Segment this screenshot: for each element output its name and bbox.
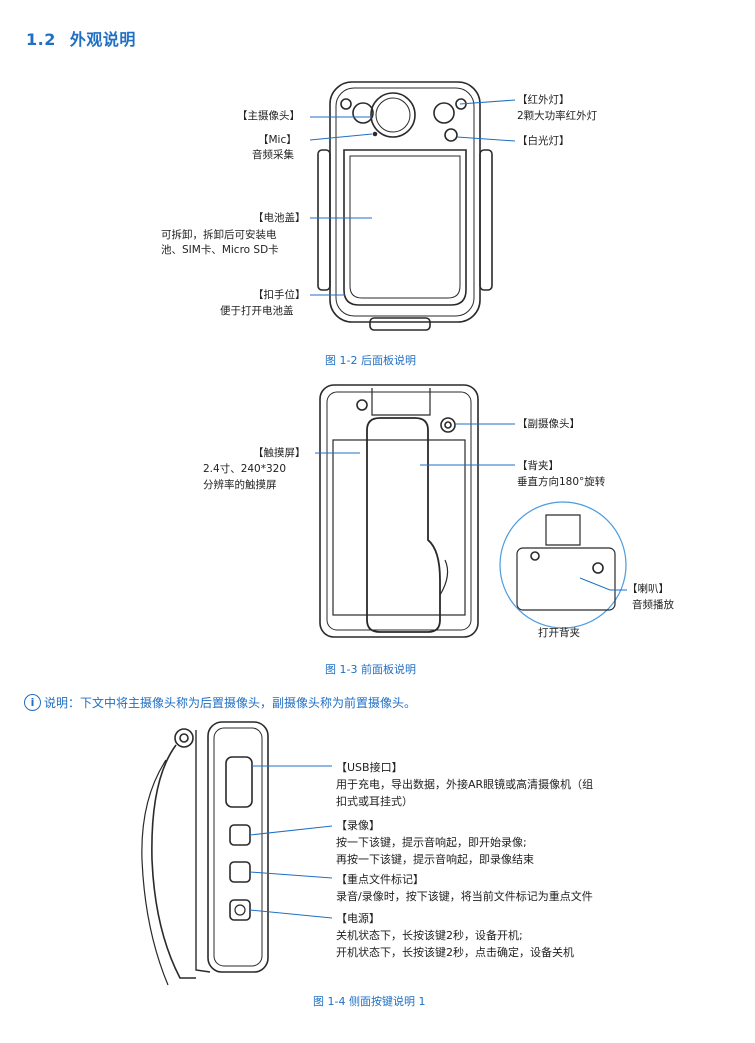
figure-caption-1-3: 图 1-3 前面板说明 bbox=[325, 663, 416, 676]
section-heading: 1.2 外观说明 bbox=[26, 26, 136, 50]
label-ir-desc: 2颗大功率红外灯 bbox=[517, 110, 598, 122]
label-clip-desc: 垂直方向180°旋转 bbox=[517, 476, 606, 488]
figure-caption-1-4: 图 1-4 侧面按键说明 1 bbox=[313, 995, 426, 1008]
label-clip-title: 【背夹】 bbox=[517, 460, 559, 472]
leader-lines bbox=[249, 99, 627, 919]
back-panel-drawing bbox=[317, 81, 493, 331]
label-speaker-title: 【喇叭】 bbox=[627, 583, 669, 595]
label-usb-desc-2: 扣式或耳挂式） bbox=[336, 795, 413, 808]
label-touch-title: 【触摸屏】 bbox=[253, 447, 306, 459]
label-power-title: 【电源】 bbox=[336, 912, 380, 925]
section-number: 1.2 bbox=[26, 30, 56, 49]
label-speaker-desc: 音频播放 bbox=[632, 599, 674, 611]
front-panel-drawing bbox=[319, 384, 627, 638]
label-power-desc-1: 关机状态下，长按该键2秒，设备开机; bbox=[336, 929, 523, 942]
label-mark-title: 【重点文件标记】 bbox=[336, 873, 424, 886]
label-power-desc-2: 开机状态下，长按该键2秒，点击确定，设备关机 bbox=[336, 946, 574, 959]
label-mic-desc: 音频采集 bbox=[252, 149, 294, 161]
label-usb-desc-1: 用于充电，导出数据，外接AR眼镜或高清摄像机（组 bbox=[336, 778, 594, 791]
label-battery-title: 【电池盖】 bbox=[253, 212, 306, 224]
label-touch-desc-2: 分辨率的触摸屏 bbox=[203, 479, 277, 491]
label-sub-camera: 【副摄像头】 bbox=[517, 418, 580, 430]
label-battery-desc-2: 池、SIM卡、Micro SD卡 bbox=[161, 244, 279, 256]
label-battery-desc-1: 可拆卸，拆卸后可安装电 bbox=[161, 229, 277, 241]
label-main-camera: 【主摄像头】 bbox=[237, 110, 300, 122]
section-title: 外观说明 bbox=[69, 30, 136, 49]
note-text: 说明：下文中将主摄像头称为后置摄像头，副摄像头称为前置摄像头。 bbox=[44, 696, 417, 710]
label-mic-title: 【Mic】 bbox=[258, 134, 297, 146]
label-grip-desc: 便于打开电池盖 bbox=[220, 305, 294, 317]
label-record-desc-2: 再按一下该键，提示音响起，即录像结束 bbox=[336, 853, 534, 866]
label-mark-desc: 录音/录像时，按下该键，将当前文件标记为重点文件 bbox=[336, 890, 593, 903]
figure-caption-1-2: 图 1-2 后面板说明 bbox=[325, 354, 416, 367]
label-touch-desc-1: 2.4寸、240*320 bbox=[203, 463, 287, 475]
label-ir-title: 【红外灯】 bbox=[517, 94, 570, 106]
label-open-clip: 打开背夹 bbox=[538, 627, 580, 639]
info-icon: i bbox=[24, 694, 41, 711]
label-record-title: 【录像】 bbox=[336, 819, 380, 832]
label-grip-title: 【扣手位】 bbox=[253, 289, 306, 301]
label-white-light: 【白光灯】 bbox=[517, 135, 570, 147]
side-view-drawing bbox=[141, 721, 269, 986]
label-usb-title: 【USB接口】 bbox=[336, 761, 403, 774]
label-record-desc-1: 按一下该键，提示音响起，即开始录像; bbox=[336, 836, 527, 849]
